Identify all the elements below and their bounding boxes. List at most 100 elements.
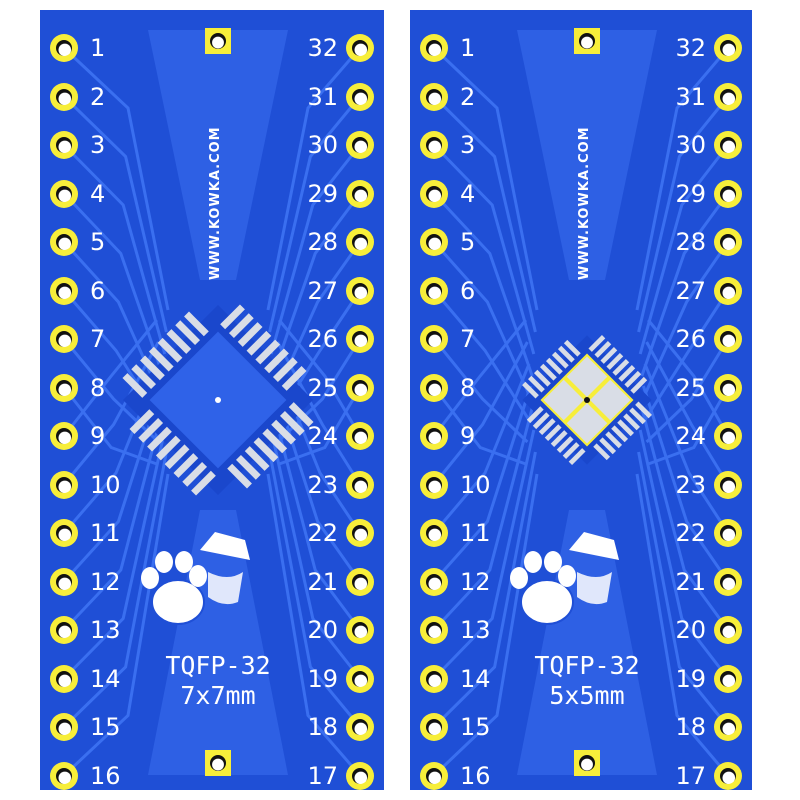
pin-label: 7	[90, 325, 106, 353]
package-size: 7x7mm	[180, 681, 256, 710]
through-hole-pad-19	[714, 664, 742, 693]
through-hole-pad-23	[346, 470, 374, 499]
pin-label: 12	[90, 567, 121, 596]
through-hole-pad-16	[420, 761, 448, 790]
pin-label: 28	[307, 228, 338, 256]
pin-label: 26	[675, 325, 706, 353]
pin-label: 13	[460, 616, 491, 644]
pin-label: 27	[307, 276, 338, 305]
through-hole-pad-20	[714, 616, 742, 644]
through-hole-pad-25	[346, 373, 374, 402]
pin-label: 21	[307, 567, 338, 596]
pin-label: 31	[675, 82, 706, 111]
pcb-artwork	[432, 30, 730, 777]
through-hole-pad-23	[714, 470, 742, 499]
pin-label: 28	[675, 228, 706, 256]
through-hole-pad-4	[50, 179, 78, 208]
pin-label: 2	[90, 82, 106, 111]
through-hole-pad-26	[714, 325, 742, 353]
pin-label: 15	[90, 713, 121, 741]
through-hole-pad-24	[346, 422, 374, 450]
pin-label: 14	[460, 664, 491, 693]
pin-label: 23	[307, 470, 338, 499]
pin-label: 4	[460, 179, 476, 208]
pin-label: 16	[460, 761, 491, 790]
pin-label: 21	[675, 567, 706, 596]
through-hole-pad-9	[420, 422, 448, 450]
through-hole-pad-26	[346, 325, 374, 353]
pin-label: 25	[675, 373, 706, 402]
square-pad	[205, 750, 231, 776]
pin-label: 22	[307, 519, 338, 547]
through-hole-pad-32	[346, 34, 374, 62]
pin-label: 1	[460, 34, 476, 62]
pin-label: 10	[90, 470, 121, 499]
through-hole-pad-21	[714, 567, 742, 596]
through-hole-pad-1	[50, 34, 78, 62]
through-hole-pad-30	[346, 131, 374, 159]
through-hole-pad-16	[50, 761, 78, 790]
through-hole-pad-22	[346, 519, 374, 547]
pin-label: 6	[90, 276, 106, 305]
pin-label: 22	[675, 519, 706, 547]
pin-label: 32	[675, 34, 706, 62]
pin-label: 9	[460, 422, 476, 450]
package-name: TQFP-32	[534, 651, 640, 680]
through-hole-pad-2	[420, 82, 448, 111]
package-size: 5x5mm	[549, 681, 625, 710]
pin-label: 26	[307, 325, 338, 353]
through-hole-pad-2	[50, 82, 78, 111]
pin-label: 8	[90, 373, 106, 402]
through-hole-pad-11	[50, 519, 78, 547]
pin-label: 25	[307, 373, 338, 402]
through-hole-pad-31	[714, 82, 742, 111]
pin-label: 12	[460, 567, 491, 596]
pin-label: 29	[675, 179, 706, 208]
pin-label: 4	[90, 179, 106, 208]
through-hole-pad-28	[346, 228, 374, 256]
through-hole-pad-24	[714, 422, 742, 450]
through-hole-pad-6	[420, 276, 448, 305]
pin-label: 18	[307, 713, 338, 741]
through-hole-pad-12	[50, 567, 78, 596]
pin-label: 11	[90, 519, 121, 547]
through-hole-pad-31	[346, 82, 374, 111]
package-name: TQFP-32	[165, 651, 271, 680]
pin-label: 14	[90, 664, 121, 693]
through-hole-pad-17	[346, 761, 374, 790]
through-hole-pad-15	[50, 713, 78, 741]
through-hole-pad-30	[714, 131, 742, 159]
pin-label: 30	[307, 131, 338, 159]
through-hole-pad-9	[50, 422, 78, 450]
through-hole-pad-32	[714, 34, 742, 62]
through-hole-pad-25	[714, 373, 742, 402]
pin-label: 9	[90, 422, 106, 450]
through-hole-pad-29	[346, 179, 374, 208]
pin-label: 20	[675, 616, 706, 644]
pin-label: 3	[460, 131, 476, 159]
through-hole-pad-14	[50, 664, 78, 693]
pin-label: 24	[675, 422, 706, 450]
through-hole-pad-4	[420, 179, 448, 208]
through-hole-pad-28	[714, 228, 742, 256]
pin-label: 24	[307, 422, 338, 450]
pin-label: 16	[90, 761, 121, 790]
pin-label: 5	[90, 228, 106, 256]
pin-label: 2	[460, 82, 476, 111]
through-hole-pad-3	[50, 131, 78, 159]
through-hole-pad-29	[714, 179, 742, 208]
through-hole-pad-5	[50, 228, 78, 256]
url-silkscreen: WWW.KOWKA.COM	[208, 126, 223, 280]
url-silkscreen: WWW.KOWKA.COM	[577, 126, 592, 280]
pin-label: 5	[460, 228, 476, 256]
pin-label: 17	[675, 761, 706, 790]
pin-label: 30	[675, 131, 706, 159]
pin-label: 27	[675, 276, 706, 305]
through-hole-pad-7	[50, 325, 78, 353]
square-pad	[574, 28, 600, 54]
through-hole-pad-22	[714, 519, 742, 547]
through-hole-pad-13	[50, 616, 78, 644]
pin-label: 3	[90, 131, 106, 159]
